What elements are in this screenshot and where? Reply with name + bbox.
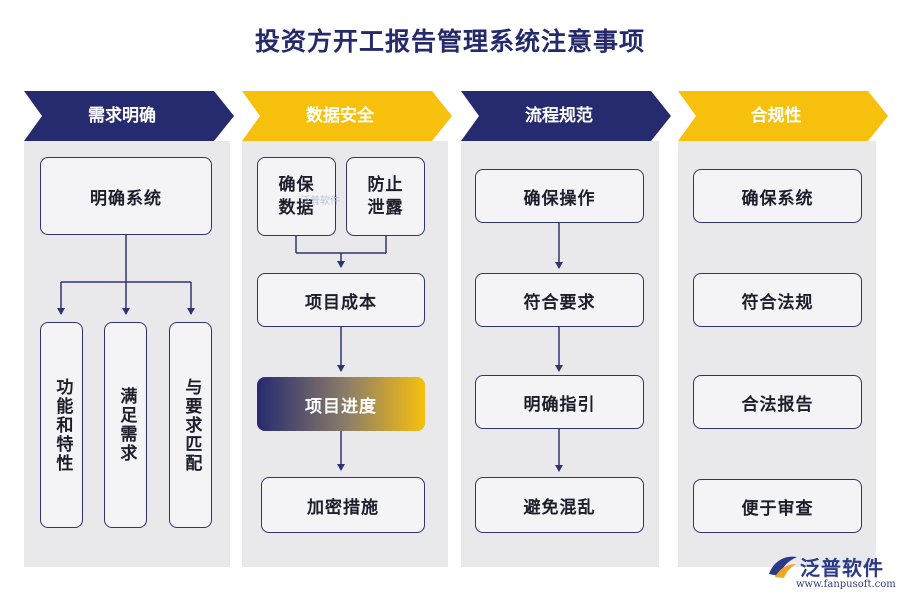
node-functions-features: 功能和特性 — [40, 322, 83, 528]
node-label: 防止泄露 — [367, 174, 404, 218]
node-ensure-data: 确保数据 — [257, 157, 336, 236]
header-chevron-compliance: 合规性 — [678, 91, 888, 141]
page-title: 投资方开工报告管理系统注意事项 — [254, 27, 645, 56]
header-label: 数据安全 — [306, 106, 374, 126]
node-match-requirements: 与要求匹配 — [169, 322, 212, 528]
fanpu-logo: 泛普软件 www.fanpusoft.com — [766, 552, 896, 598]
node-label: 满足需求 — [116, 387, 137, 463]
node-avoid-confusion: 避免混乱 — [475, 477, 644, 533]
node-project-cost: 项目成本 — [257, 273, 425, 327]
node-comply-regulations: 符合法规 — [693, 273, 862, 327]
node-label: 功能和特性 — [52, 377, 73, 473]
node-ensure-operation: 确保操作 — [475, 169, 644, 223]
node-legal-report: 合法报告 — [693, 375, 862, 429]
node-meet-requirements: 满足需求 — [104, 322, 147, 528]
header-chevron-requirements: 需求明确 — [24, 91, 234, 141]
node-label: 确保数据 — [278, 174, 315, 218]
logo-name: 泛普软件 — [800, 556, 884, 580]
header-chevron-process: 流程规范 — [461, 91, 671, 141]
node-prevent-leak: 防止泄露 — [346, 157, 425, 236]
node-clear-system: 明确系统 — [40, 157, 212, 235]
watermark: 泛普软件 — [300, 196, 340, 207]
header-label: 需求明确 — [88, 106, 156, 126]
node-label: 与要求匹配 — [181, 377, 202, 473]
fanpu-logo-icon — [769, 556, 797, 578]
node-easy-review: 便于审查 — [693, 479, 862, 533]
header-label: 流程规范 — [525, 106, 593, 126]
node-meet-requirements-2: 符合要求 — [475, 273, 644, 327]
header-label: 合规性 — [750, 106, 802, 126]
header-chevron-data-security: 数据安全 — [242, 91, 452, 141]
node-project-progress: 项目进度 — [257, 377, 425, 431]
node-encryption: 加密措施 — [261, 477, 425, 533]
logo-url: www.fanpusoft.com — [796, 579, 896, 590]
node-ensure-system: 确保系统 — [693, 169, 862, 223]
node-clear-guidance: 明确指引 — [475, 375, 644, 429]
